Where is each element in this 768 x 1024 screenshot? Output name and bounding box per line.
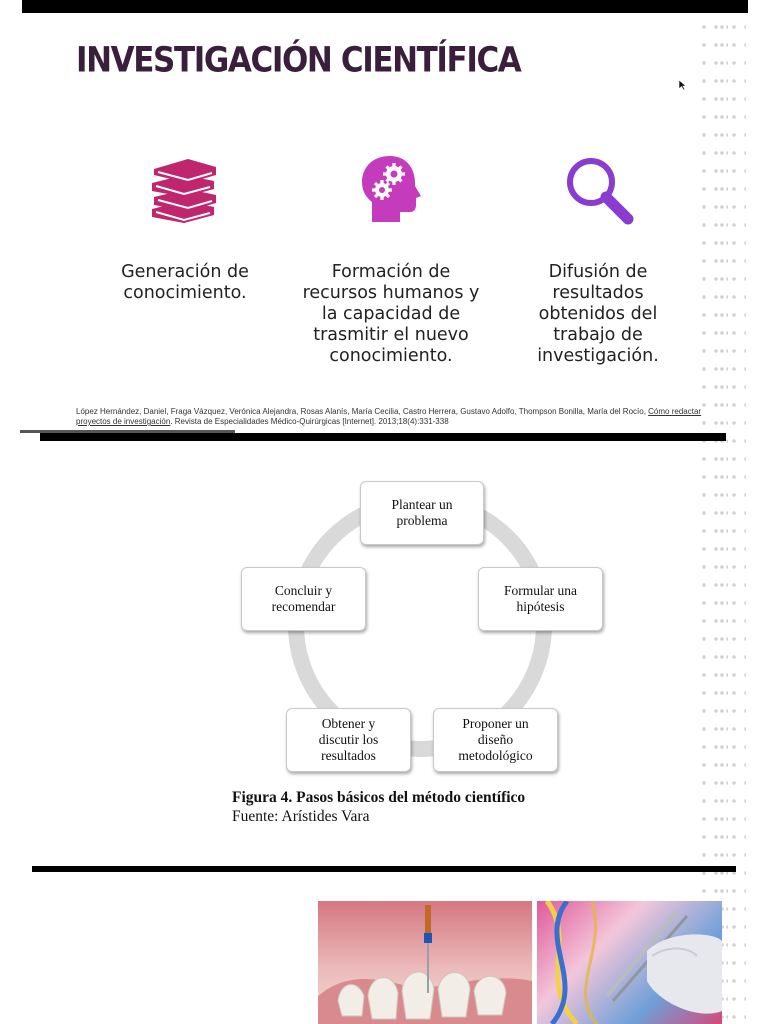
figure-caption: Figura 4. Pasos básicos del método cient… [232,788,525,826]
reference-suffix: . Revista de Especialidades Médico-Quirú… [170,417,449,426]
step-formular-hipotesis: Formular una hipótesis [478,567,603,631]
dotted-border-right-outer [716,0,746,1024]
dental-root-canal-image [318,901,532,1024]
figure-source: Fuente: Arístides Vara [232,808,370,825]
caption-generacion: Generación de conocimiento. [121,262,249,303]
slide1-top-bar [22,0,748,13]
step-proponer-diseno: Proponer un diseño metodológico [433,708,558,772]
slide-separator-1a [20,430,235,433]
brain-gears-icon [362,156,421,222]
caption-difusion: Difusión de resultados obtenidos del tra… [537,262,659,366]
reference-link[interactable]: Cómo redactar proyectos de investigación [76,407,702,426]
mouse-cursor-icon [678,79,687,91]
figure-title: Figura 4. Pasos básicos del método cient… [232,789,526,806]
slide-separator-1 [40,433,726,441]
step-obtener-resultados: Obtener y discutir los resultados [286,708,411,772]
slide-title: INVESTIGACIÓN CIENTÍFICA [76,40,522,81]
caption-formacion: Formación de recursos humanos y la capac… [302,262,480,366]
slide-separator-2 [32,866,736,872]
step-plantear-problema: Plantear un problema [360,481,484,545]
dna-tweezers-image [537,901,722,1024]
reference-prefix: López Hernández, Daniel, Fraga Vázquez, … [76,407,649,416]
magnifier-icon [567,158,634,225]
step-concluir-recomendar: Concluir y recomendar [241,567,366,631]
reference-citation: López Hernández, Daniel, Fraga Vázquez, … [76,407,726,427]
books-icon [152,159,216,223]
